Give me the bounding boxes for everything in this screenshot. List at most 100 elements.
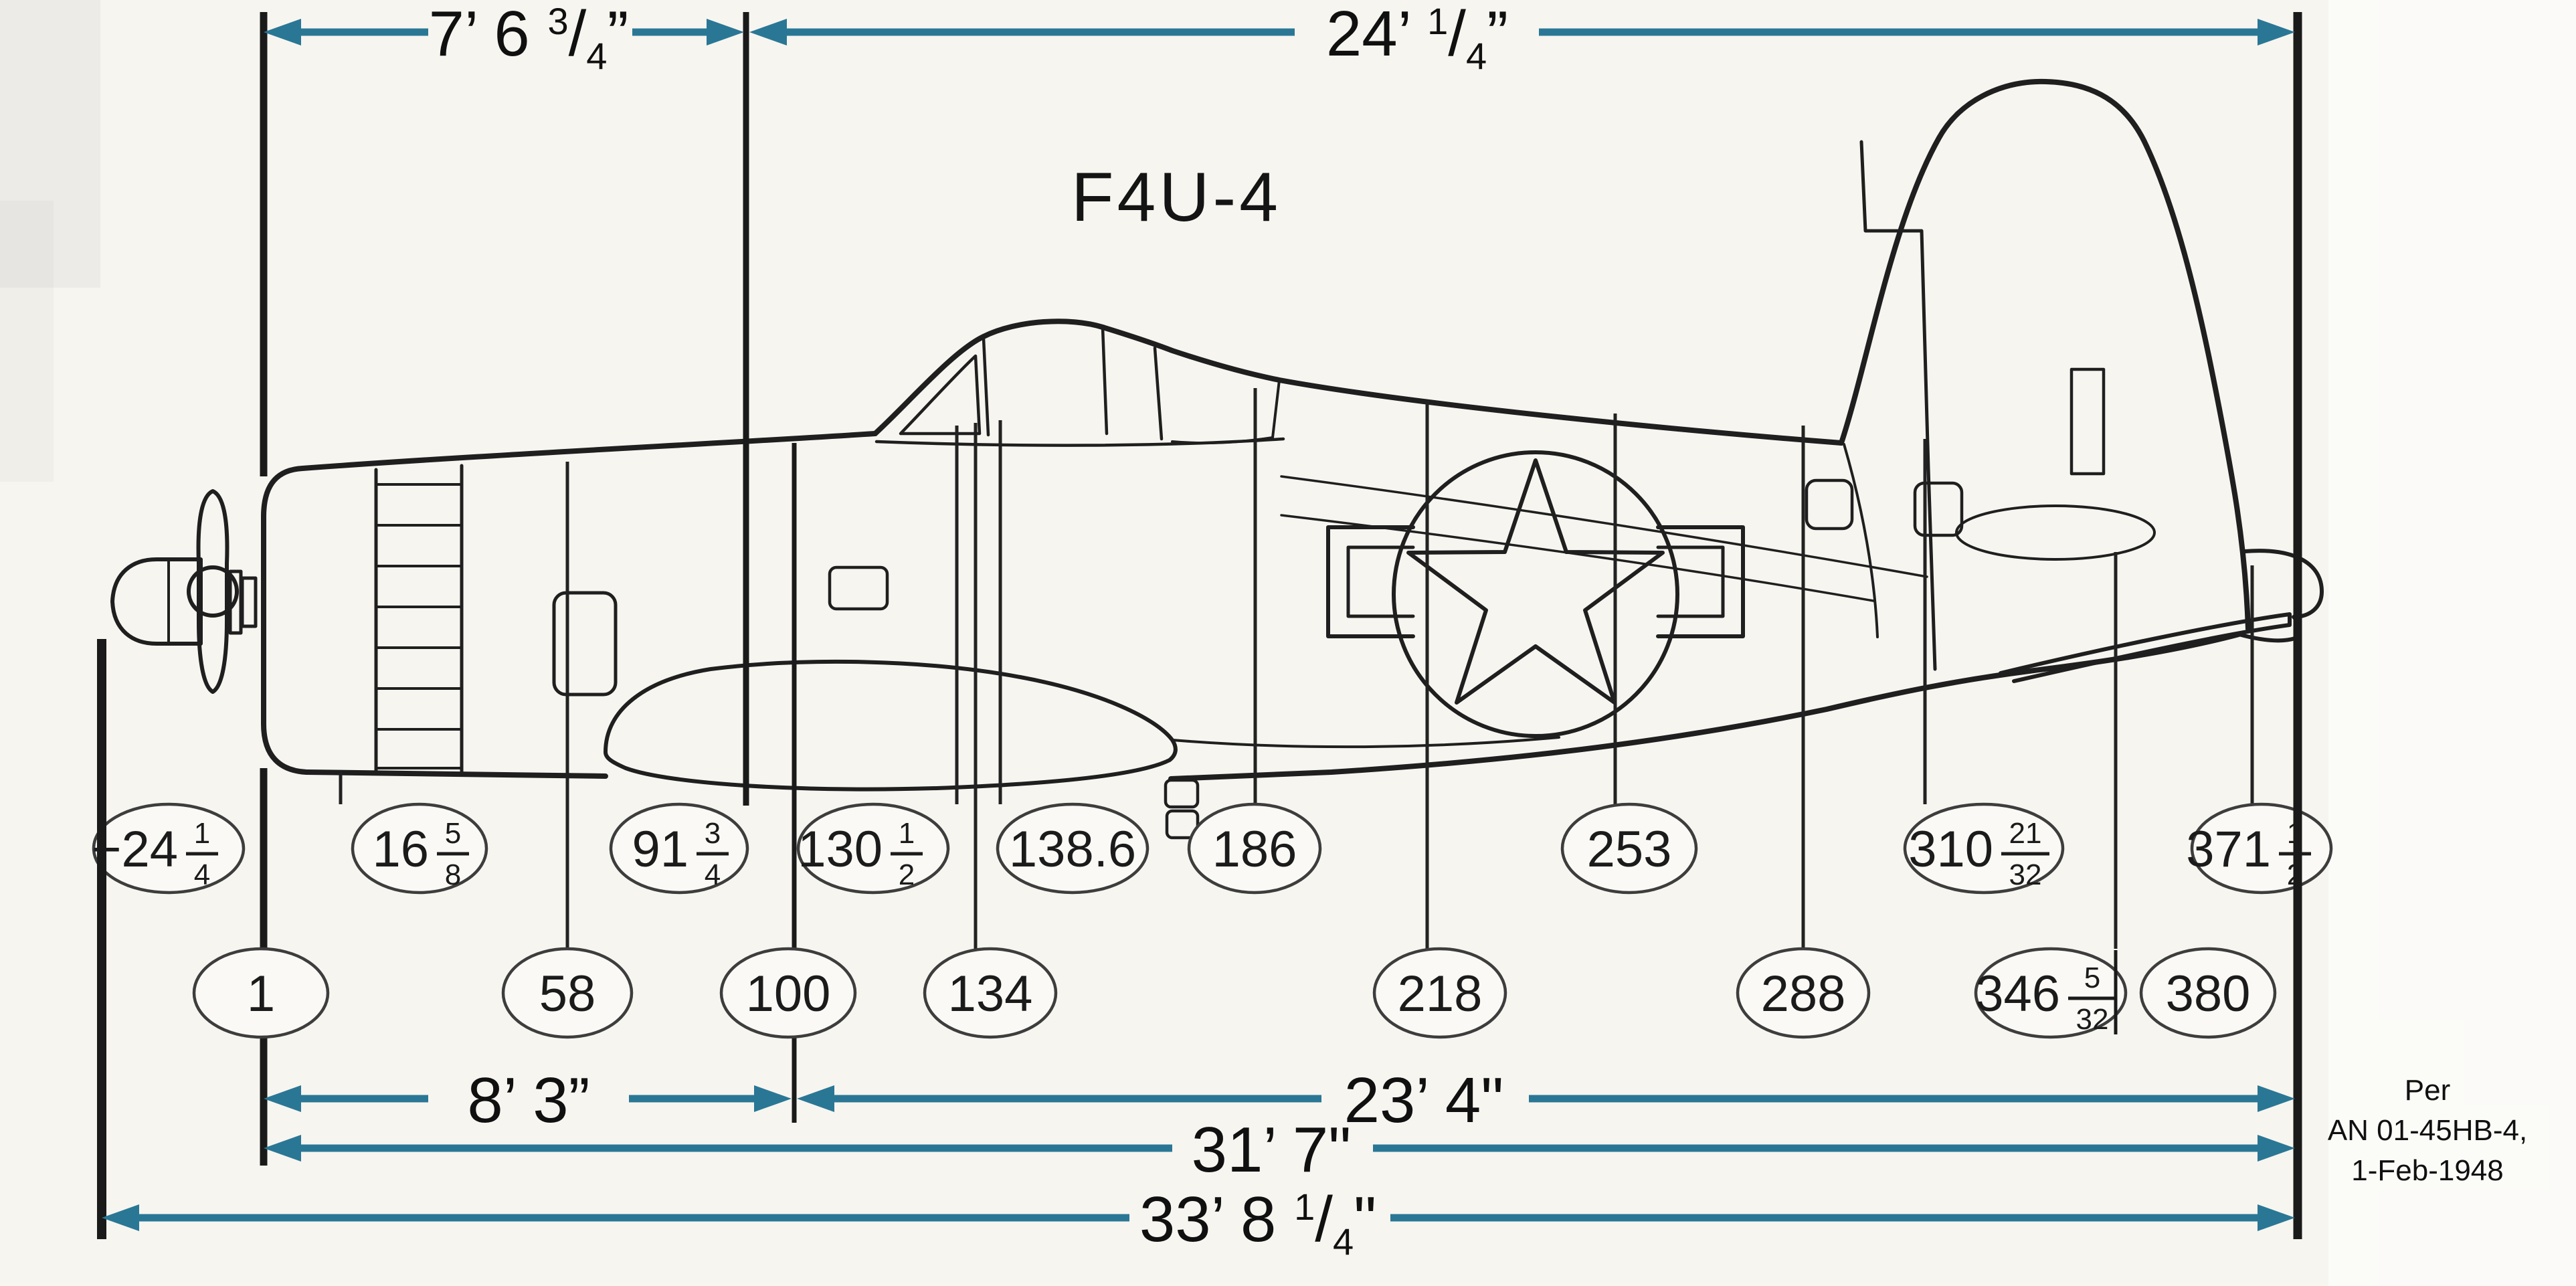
line-overlays: [97, 807, 2302, 1034]
station-ellipse: [1974, 947, 2128, 1039]
station-drop-lines: [339, 388, 2254, 949]
station-ellipse: [1903, 802, 2065, 895]
station-fraction-denominator: 4: [194, 858, 210, 891]
dimension-arrowhead-right: [2258, 19, 2295, 45]
hub-coupler: [240, 576, 258, 628]
station-ellipse: [1560, 802, 1698, 895]
source-reference-note: Per AN 01-45HB-4, 1-Feb-1948: [2294, 1071, 2561, 1191]
dimension-label: 31’ 7": [1192, 1114, 1352, 1186]
spinner-dome: [110, 557, 203, 646]
station-number: 100: [746, 966, 831, 1022]
cowl-flap-rails: [374, 464, 464, 775]
station-fraction-numerator: 3: [705, 817, 721, 850]
insignia-star: [1406, 458, 1665, 705]
station-ellipse: [192, 947, 330, 1039]
dimension-arrowhead-left: [749, 19, 787, 45]
station-number: 138.6: [1009, 821, 1136, 878]
station-number: 346: [1975, 966, 2060, 1022]
station-fraction-numerator: 1: [899, 817, 915, 850]
dimension-label: 24’ 1/4”: [1326, 0, 1508, 77]
fin-fillet-line: [1843, 443, 1879, 638]
longeron-line: [1280, 475, 1928, 578]
station-ellipse: [92, 802, 246, 895]
station-number: 134: [948, 966, 1033, 1022]
aft-canopy-fairing: [1171, 379, 1281, 444]
fuselage-panel: [828, 565, 889, 611]
tail-access-oval: [1955, 504, 2156, 561]
station-fraction-numerator: 1: [194, 817, 210, 850]
station-fraction-numerator: 5: [2084, 961, 2100, 994]
dimension-arrowhead-right: [2258, 1135, 2295, 1162]
station-ellipse: [1736, 947, 1871, 1039]
insignia-circle: [1392, 450, 1679, 738]
fairing-tab: [1164, 778, 1200, 809]
station-number: 310: [1908, 821, 1993, 878]
dimension-arrowhead-right: [2258, 1085, 2295, 1112]
station-number: 91: [632, 821, 688, 878]
wing-root-fairing: [604, 659, 1178, 792]
station-fraction-denominator: 32: [2009, 858, 2042, 891]
aircraft-side-view-drawing: [110, 78, 2324, 840]
note-line-3: 1-Feb-1948: [2351, 1154, 2504, 1187]
rudder-trim-tab: [2069, 367, 2106, 476]
windshield-frame: [899, 354, 982, 436]
station-number: 186: [1212, 821, 1297, 878]
dimension-label: 33’ 8 1/4": [1139, 1184, 1376, 1263]
station-number: 288: [1761, 966, 1846, 1022]
station-ellipse: [923, 947, 1058, 1039]
insignia-bar-left: [1326, 525, 1415, 638]
station-fraction-denominator: 32: [2076, 1003, 2109, 1036]
propeller-hub: [187, 565, 239, 618]
station-ellipse: [609, 802, 749, 895]
propeller-blade: [196, 489, 229, 694]
note-line-2: AN 01-45HB-4,: [2327, 1114, 2528, 1147]
dimension-arrowhead-left: [264, 19, 301, 45]
wing-root-panel: [552, 591, 618, 697]
station-ellipse: [1187, 802, 1322, 895]
rear-inspection-panel: [1805, 478, 1854, 531]
station-ellipse: [996, 802, 1149, 895]
station-number: 371: [2186, 821, 2271, 878]
dimension-arrowhead-right: [754, 1085, 792, 1112]
aircraft-model-title: F4U-4: [1071, 159, 1281, 236]
station-number: 58: [539, 966, 596, 1022]
scan-artifact: [0, 201, 54, 482]
station-ellipse: [1372, 947, 1507, 1039]
station-ellipse: [719, 947, 857, 1039]
dimension-arrowhead-right: [707, 19, 744, 45]
station-ellipse: [351, 802, 488, 895]
dimension-arrowhead-left: [102, 1204, 139, 1231]
station-number: 218: [1398, 966, 1483, 1022]
canopy-spine: [872, 318, 1844, 446]
station-fraction-numerator: 5: [445, 817, 461, 850]
insignia-bar-left-inner: [1346, 545, 1415, 618]
cowl-front: [261, 466, 309, 775]
dimension-arrowhead-left: [264, 1135, 301, 1162]
fuselage-top: [300, 431, 878, 471]
station-ellipse: [501, 947, 634, 1039]
insignia-bar-right: [1656, 525, 1745, 638]
station-number: 16: [372, 821, 429, 878]
dimension-arrowhead-left: [797, 1085, 834, 1112]
station-ellipse: [796, 802, 950, 895]
station-number: 253: [1587, 821, 1672, 878]
cowl-flap-rungs: [376, 483, 462, 769]
dimension-label: 8’ 3”: [467, 1065, 589, 1136]
paper-margin: [2328, 0, 2576, 1286]
station-fraction-numerator: 21: [2009, 817, 2042, 850]
dimension-arrowhead-right: [2258, 1204, 2295, 1231]
station-number: 130: [798, 821, 883, 878]
dimension-label: 23’ 4": [1344, 1065, 1504, 1136]
station-number: 380: [2166, 966, 2251, 1022]
fuselage-bottom-front: [304, 769, 608, 779]
rear-inspection-panel: [1913, 481, 1964, 537]
station-ellipse: [2139, 947, 2277, 1039]
insignia-bar-right-inner: [1656, 545, 1725, 618]
fin-internal-structure: [1859, 140, 1937, 671]
note-line-1: Per: [2404, 1074, 2451, 1107]
station-number: 1: [247, 966, 275, 1022]
dimension-arrowhead-left: [264, 1085, 301, 1112]
